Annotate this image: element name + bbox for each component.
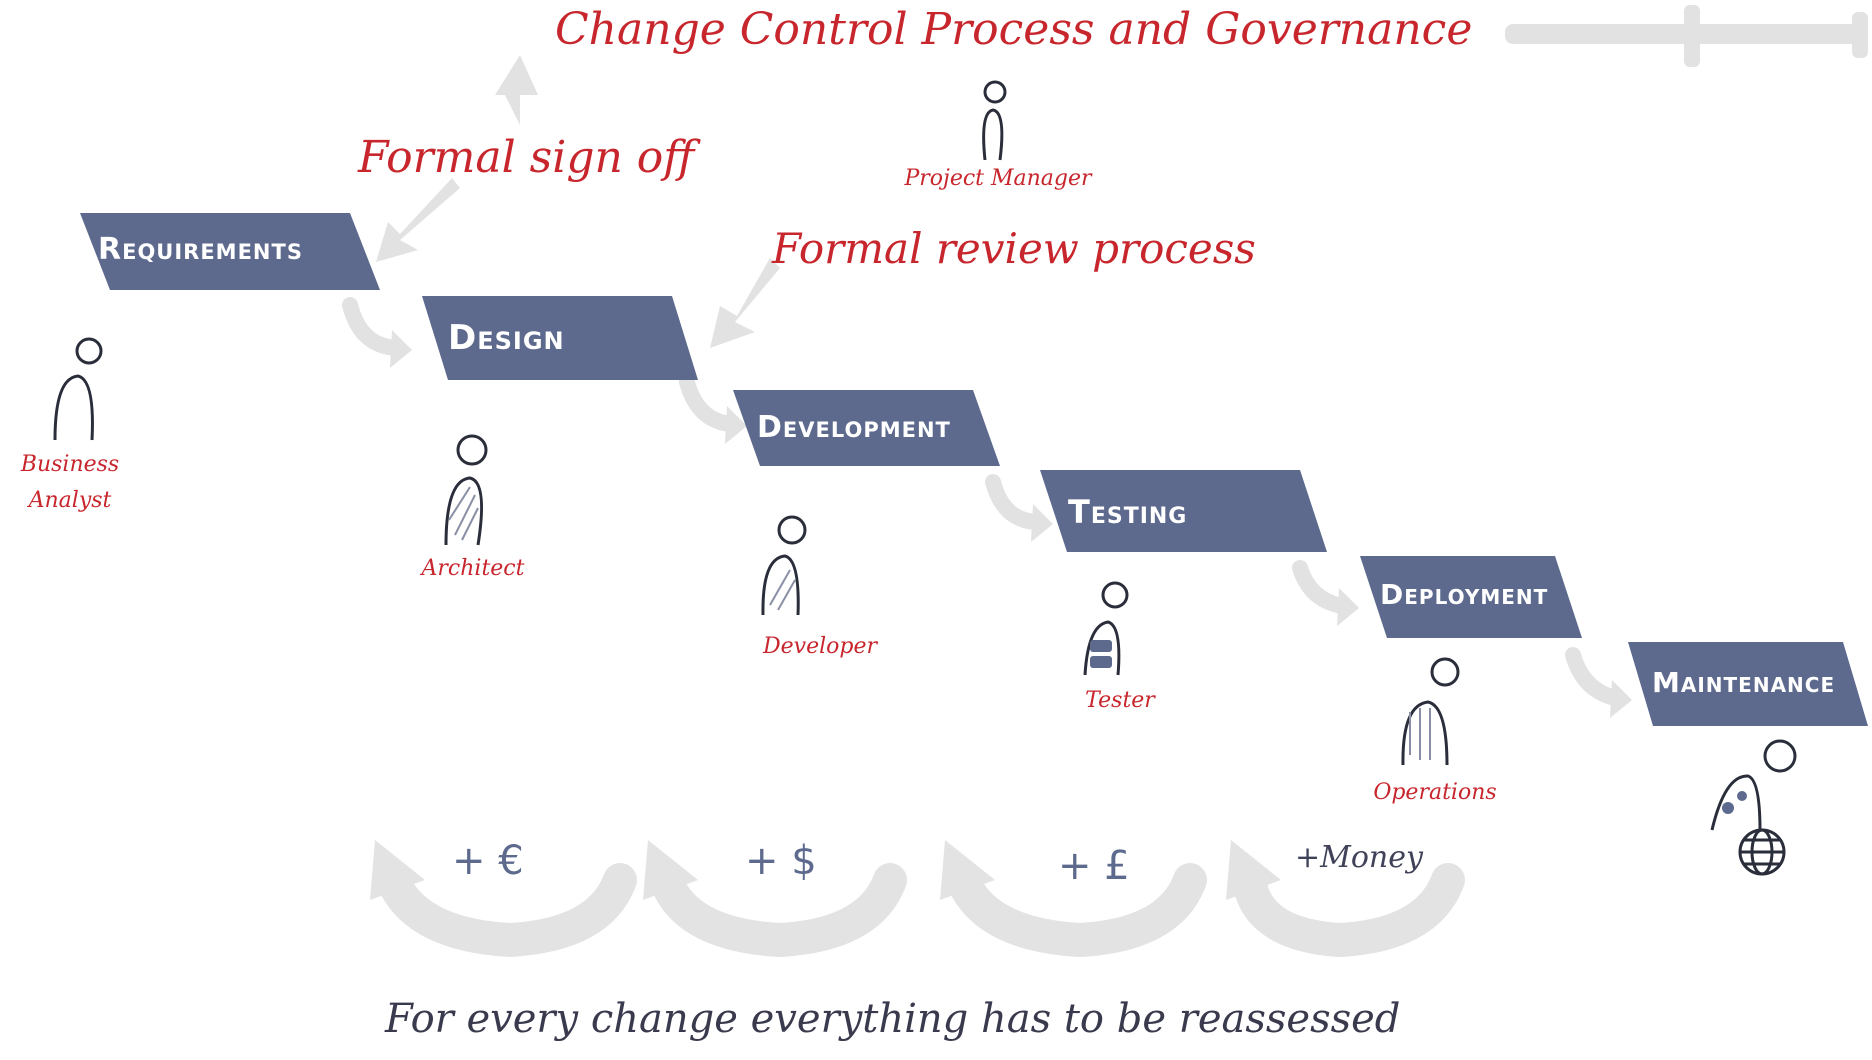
phase-testing: Testing xyxy=(1068,493,1188,531)
phase-shape-testing xyxy=(1040,470,1327,552)
role-business-analyst-line2: Analyst xyxy=(28,488,112,513)
role-developer: Developer xyxy=(762,634,877,659)
globe-icon xyxy=(1738,828,1786,876)
phase-shape-requirements xyxy=(80,213,380,290)
review-label: Formal review process xyxy=(772,224,1256,273)
signoff-arrow xyxy=(376,178,460,262)
governance-bar xyxy=(1505,5,1868,67)
phase-requirements: Requirements xyxy=(98,232,303,267)
phase-maintenance: Maintenance xyxy=(1652,666,1836,699)
page-title: Change Control Process and Governance xyxy=(555,4,1473,55)
cost-dollar: + $ xyxy=(745,838,817,884)
phase-development: Development xyxy=(757,410,951,445)
phase-deployment: Deployment xyxy=(1380,578,1549,611)
step-arrowheads xyxy=(390,330,1632,718)
figure-hatching xyxy=(448,486,1431,760)
person-icon xyxy=(53,80,1797,831)
phase-shape-design xyxy=(422,296,698,380)
maintenance-dots xyxy=(1722,791,1747,814)
role-operations: Operations xyxy=(1373,780,1497,805)
phase-shape-development xyxy=(733,390,1000,466)
signoff-up-arrow xyxy=(495,55,538,125)
cost-euro: + € xyxy=(452,838,524,884)
phase-shape-deployment xyxy=(1360,556,1582,638)
phases xyxy=(80,213,1868,726)
role-project-manager: Project Manager xyxy=(904,166,1092,191)
phase-design: Design xyxy=(448,318,565,358)
cost-money: +Money xyxy=(1295,840,1423,875)
cost-arrowheads xyxy=(370,840,1281,900)
tester-blocks xyxy=(1090,640,1112,668)
signoff-label: Formal sign off xyxy=(358,132,695,183)
footer-caption: For every change everything has to be re… xyxy=(385,996,1401,1042)
role-architect: Architect xyxy=(421,556,525,581)
cost-pound: + £ xyxy=(1058,843,1130,889)
role-tester: Tester xyxy=(1085,688,1155,713)
phase-shape-maintenance xyxy=(1628,642,1868,726)
review-arrow xyxy=(710,258,780,348)
cost-arrows xyxy=(378,863,1465,958)
role-business-analyst-line1: Business xyxy=(20,452,120,477)
step-connectors xyxy=(342,297,1623,706)
